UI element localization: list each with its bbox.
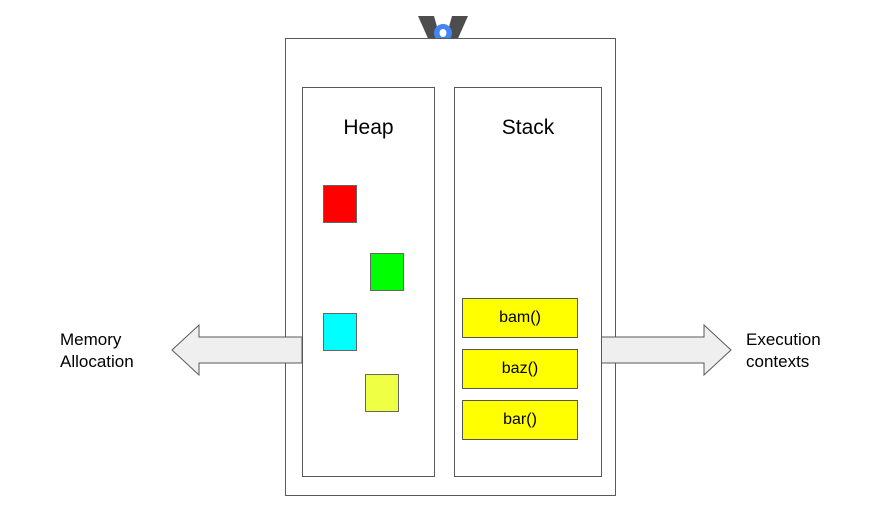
heap-panel: Heap <box>302 87 435 477</box>
execution-contexts-label-line2: contexts <box>746 352 810 371</box>
stack-frame: baz() <box>462 349 578 389</box>
memory-allocation-label-line1: Memory <box>60 330 122 349</box>
memory-allocation-arrow <box>171 323 303 377</box>
memory-allocation-label: Memory Allocation <box>60 329 134 373</box>
heap-object <box>370 253 404 291</box>
stack-frame: bar() <box>462 400 578 440</box>
execution-contexts-label-line1: Execution <box>746 330 821 349</box>
heap-object <box>365 374 399 412</box>
stack-frame: bam() <box>462 298 578 338</box>
heap-object <box>323 185 357 223</box>
memory-allocation-label-line2: Allocation <box>60 352 134 371</box>
heap-object <box>323 313 357 351</box>
execution-contexts-arrow <box>600 323 732 377</box>
execution-contexts-label: Execution contexts <box>746 329 821 373</box>
heap-title: Heap <box>343 116 394 139</box>
stack-title: Stack <box>501 116 555 139</box>
